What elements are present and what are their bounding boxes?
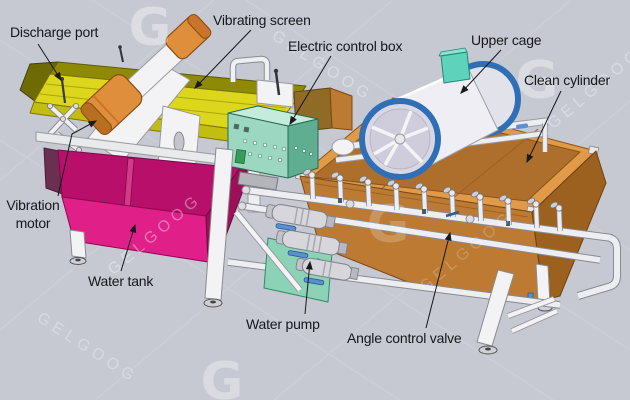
leader-upper-cage (460, 49, 502, 94)
spray-pipe (330, 171, 344, 203)
label-electric-control-box: Electric control box (288, 38, 403, 54)
leader-water-pump (304, 260, 313, 315)
leader-vibrating-screen (194, 29, 252, 89)
label-clean-cylinder: Clean cylinder (524, 72, 610, 88)
pump-unit (265, 204, 336, 229)
electric-control-box-shape (227, 105, 319, 213)
leader-clean-cylinder (526, 90, 562, 164)
control-box-label (234, 149, 247, 165)
frame-handle (230, 56, 270, 82)
label-upper-cage: Upper cage (471, 32, 542, 48)
spray-pipe (386, 179, 400, 211)
vibration-motor-upper (165, 14, 212, 60)
spray-pipe (414, 182, 428, 214)
spray-pipe (358, 175, 372, 207)
cage-clamp (516, 123, 529, 130)
valve-handle (287, 250, 309, 259)
valve-handle (303, 277, 325, 286)
label-vibrating-screen: Vibrating screen (213, 12, 311, 28)
bolt-rod (119, 47, 124, 63)
label-vibration-motor: Vibration motor (6, 197, 60, 231)
valve-handle (275, 223, 297, 232)
leader-vibration-motor (57, 120, 98, 197)
spray-pipe (302, 168, 316, 200)
spray-nozzle-pipes (302, 168, 563, 232)
control-buttons (242, 138, 313, 163)
label-discharge-port: Discharge port (10, 24, 99, 40)
upper-cage-shape (331, 47, 549, 180)
label-water-tank: Water tank (88, 273, 154, 289)
leader-electric-control-box (289, 55, 332, 126)
spray-pipe (498, 194, 512, 226)
vibration-motor-lower (80, 74, 143, 136)
bolt-rod (274, 71, 281, 96)
spray-pipe (470, 190, 484, 222)
spray-pipe (549, 201, 563, 232)
label-angle-control-valve: Angle control valve (347, 330, 462, 346)
center-leg (204, 147, 234, 301)
cage-motor-box (440, 51, 471, 84)
machine (19, 14, 621, 355)
spring-rod (60, 79, 67, 104)
label-water-pump: Water pump (246, 316, 320, 332)
leader-lines (37, 29, 562, 329)
leader-angle-control-valve (425, 231, 452, 329)
water-pump-shape (263, 204, 360, 303)
pump-unit (275, 230, 349, 256)
leader-discharge-port (37, 43, 62, 82)
pump-unit (295, 257, 360, 281)
frame-legs (203, 147, 559, 355)
leader-water-tank (120, 223, 137, 272)
angle-control-valve-part (442, 186, 460, 218)
spray-pipe (526, 197, 540, 229)
